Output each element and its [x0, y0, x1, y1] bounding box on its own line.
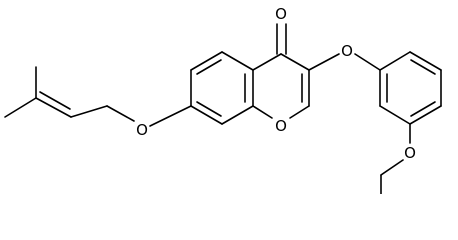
bond-c5-c6-double — [196, 59, 222, 75]
bond-c3-o — [308, 53, 340, 71]
bond-o-ch2 — [106, 105, 135, 122]
atom-label-ethoxy-oxygen: O — [404, 144, 416, 162]
bond-c4a-c5 — [221, 51, 254, 71]
aryl-bond-4 — [409, 105, 442, 125]
aryl-bond-2-double — [410, 59, 436, 75]
molecule-drawing: O O O O O — [4, 5, 442, 194]
aryl-bond-4-double — [410, 101, 436, 117]
bond-c8-c8a — [221, 105, 254, 125]
atom-label-phenoxy-oxygen: O — [341, 42, 353, 60]
bond-o-aryl — [354, 53, 381, 71]
aryl-bond-5 — [379, 105, 411, 125]
bond-c4-c3 — [280, 53, 310, 71]
structure-diagram: O O O O O — [4, 5, 442, 194]
bond-c5-c6 — [190, 51, 223, 71]
bond-c7-c8-double — [196, 101, 222, 117]
bond-ch-c-double — [39, 91, 71, 110]
bond-o1-c8a — [252, 105, 273, 119]
bond-ch2-ch — [70, 105, 108, 118]
bond-c7-o — [149, 105, 192, 127]
bond-c-methyl-left — [4, 97, 37, 118]
bond-c4-c4a — [252, 53, 282, 71]
bond-o-ethyl-ch2 — [380, 159, 404, 176]
atom-label-ring-oxygen: O — [275, 117, 287, 135]
atom-label-carbonyl-oxygen: O — [275, 5, 287, 23]
aryl-bond-1 — [379, 51, 411, 71]
bond-c2-o1 — [289, 105, 310, 119]
aryl-bond-2 — [409, 51, 442, 71]
bond-ch-c — [35, 97, 72, 118]
atom-label-prenyloxy-oxygen: O — [136, 121, 148, 139]
bond-c7-c8 — [190, 105, 223, 125]
